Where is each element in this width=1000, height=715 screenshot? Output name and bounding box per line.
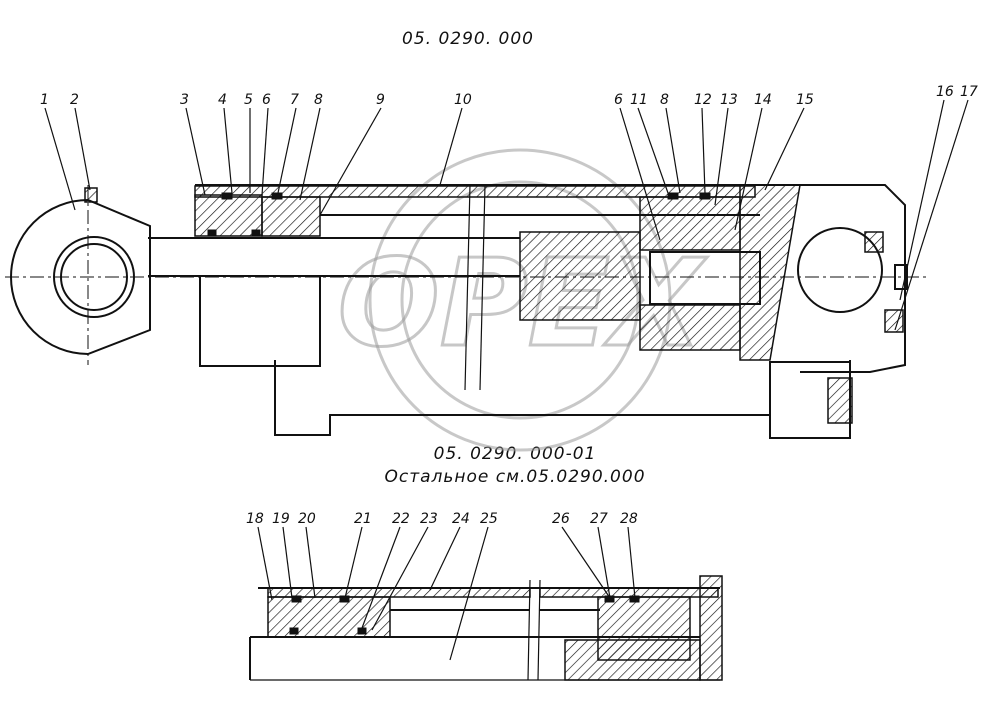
callout: 16 <box>936 84 954 100</box>
callout: 12 <box>694 92 712 108</box>
callout: 18 <box>246 511 264 527</box>
callout: 8 <box>660 92 669 108</box>
callout: 5 <box>244 92 253 108</box>
callout: 1 <box>40 92 49 108</box>
callout: 13 <box>720 92 738 108</box>
callout: 17 <box>960 84 978 100</box>
callout: 26 <box>552 511 570 527</box>
callout: 14 <box>754 92 772 108</box>
rod-eye <box>10 187 151 356</box>
callout: 28 <box>620 511 638 527</box>
callout: 6 <box>262 92 271 108</box>
callout: 19 <box>272 511 290 527</box>
callout: 9 <box>376 92 385 108</box>
callout: 15 <box>796 92 814 108</box>
main-title: 05. 0290. 000 <box>402 29 534 49</box>
callout: 7 <box>290 92 299 108</box>
variant-title: 05. 0290. 000-01 <box>434 444 597 464</box>
callout: 11 <box>630 92 648 108</box>
top-assembly: 1 2 3 4 5 6 7 8 9 10 6 11 8 12 13 14 15 … <box>5 84 978 439</box>
bottom-leaders <box>257 526 636 661</box>
callout: 27 <box>590 511 608 527</box>
callout: 2 <box>70 92 79 108</box>
callout: 10 <box>454 92 472 108</box>
bottom-callouts: 18 19 20 21 22 23 24 25 26 27 28 <box>246 511 638 527</box>
variant-note: Остальное см.05.0290.000 <box>384 467 645 487</box>
top-leaders <box>44 99 969 331</box>
bottom-detail: 18 19 20 21 22 23 24 25 26 27 28 <box>246 511 723 681</box>
watermark-gear-icon <box>368 148 672 452</box>
callout: 6 <box>614 92 623 108</box>
port-block <box>274 360 853 439</box>
callout: 20 <box>298 511 316 527</box>
callout: 3 <box>180 92 189 108</box>
callout: 21 <box>354 511 372 527</box>
rear-head <box>739 184 908 373</box>
callout: 22 <box>392 511 410 527</box>
callout: 8 <box>314 92 323 108</box>
callout: 25 <box>480 511 498 527</box>
piston-rod <box>148 237 520 367</box>
callout: 23 <box>420 511 438 527</box>
top-callouts: 1 2 3 4 5 6 7 8 9 10 6 11 8 12 13 14 15 … <box>40 84 978 108</box>
callout: 4 <box>218 92 227 108</box>
callout: 24 <box>452 511 470 527</box>
piston <box>519 192 761 351</box>
front-gland <box>194 192 321 237</box>
